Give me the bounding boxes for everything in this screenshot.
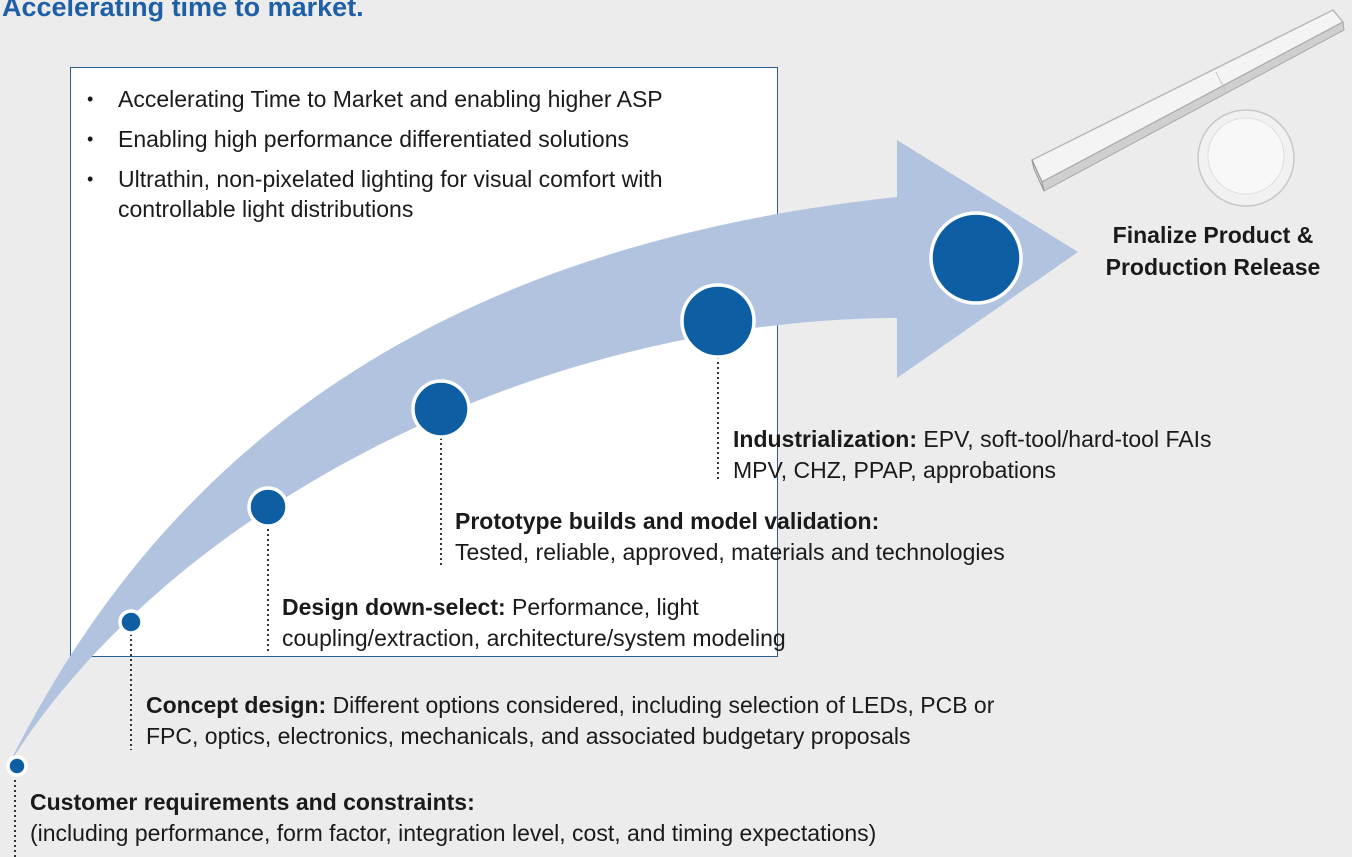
milestone-dot: [680, 283, 756, 359]
stage-text: MPV, CHZ, PPAP, approbations: [733, 457, 1057, 483]
stage-heading: Design down-select:: [282, 594, 506, 620]
stage-text: coupling/extraction, architecture/system…: [282, 625, 786, 651]
milestone-dot: [929, 211, 1023, 305]
benefit-item: Accelerating Time to Market and enabling…: [85, 84, 765, 114]
stage-text: Different options considered, including …: [332, 692, 995, 718]
progress-arrow: [8, 140, 1078, 766]
stage-heading: Industrialization:: [733, 426, 917, 452]
stage-text: (including performance, form factor, int…: [30, 820, 877, 846]
stage-concept-design: Concept design: Different options consid…: [146, 690, 994, 752]
stage-text: Tested, reliable, approved, materials an…: [455, 539, 1005, 565]
stage-text: Performance, light: [512, 594, 699, 620]
stage-design-down-select: Design down-select: Performance, light c…: [282, 592, 786, 654]
stage-text: FPC, optics, electronics, mechanicals, a…: [146, 723, 911, 749]
linear-light-fixture-image: [1031, 9, 1345, 192]
milestone-dot: [247, 486, 289, 528]
stage-prototype-builds: Prototype builds and model validation: T…: [455, 506, 1005, 568]
stage-heading: Prototype builds and model validation:: [455, 508, 880, 534]
benefits-list: Accelerating Time to Market and enabling…: [85, 84, 765, 234]
stage-heading: Concept design:: [146, 692, 327, 718]
final-stage-label: Finalize Product & Production Release: [1105, 222, 1321, 280]
page-title: Accelerating time to market.: [2, 0, 364, 22]
benefit-item: Enabling high performance differentiated…: [85, 124, 765, 154]
stage-text: EPV, soft-tool/hard-tool FAIs: [923, 426, 1212, 452]
milestone-dot: [411, 379, 471, 439]
round-light-fixture-image: [1197, 109, 1295, 207]
stage-heading: Customer requirements and constraints:: [30, 789, 475, 815]
milestone-dot: [6, 755, 28, 777]
benefit-item: Ultrathin, non-pixelated lighting for vi…: [85, 164, 765, 224]
stage-industrialization: Industrialization: EPV, soft-tool/hard-t…: [733, 424, 1211, 486]
milestone-dot: [118, 609, 144, 635]
stage-customer-requirements: Customer requirements and constraints: (…: [30, 787, 876, 849]
